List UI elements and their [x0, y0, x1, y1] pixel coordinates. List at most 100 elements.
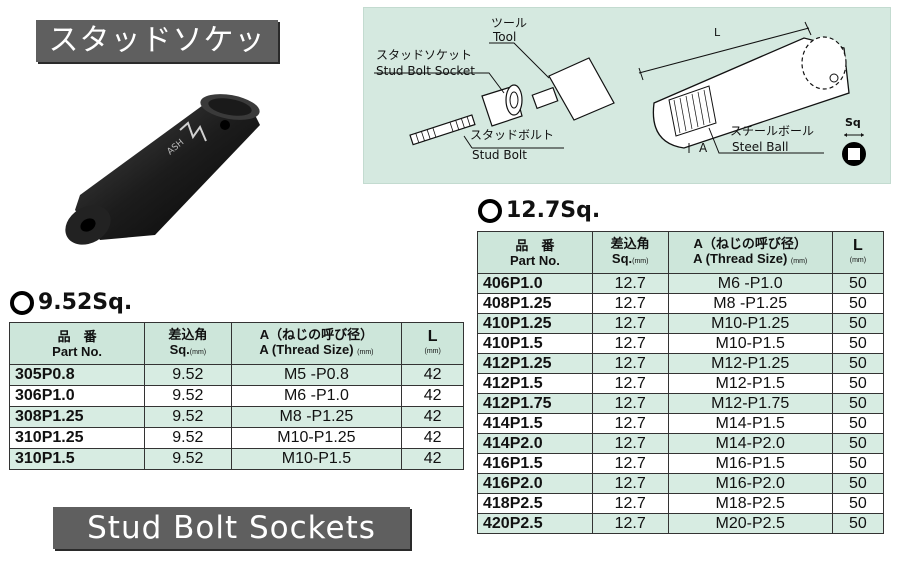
length-cell: 50 [831, 433, 885, 454]
length-cell: 50 [831, 413, 885, 434]
label-sq: Sq [845, 116, 861, 129]
part-no-cell: 410P1.25 [477, 313, 593, 334]
col-length: L (mm) [831, 231, 885, 274]
label-thread-a: A [699, 141, 708, 155]
thread-size-cell: M10-P1.25 [230, 427, 403, 449]
col-thread: A（ねじの呼び径） A (Thread Size) (mm) [667, 231, 833, 274]
thread-size-cell: M16-P2.0 [667, 473, 833, 494]
col-sq: 差込角 Sq.(mm) [144, 322, 232, 365]
length-cell: 50 [831, 493, 885, 514]
thread-size-cell: M20-P2.5 [667, 513, 833, 534]
length-cell: 42 [401, 406, 464, 428]
title-japanese: スタッドソケット [36, 20, 278, 100]
circle-icon [478, 198, 502, 223]
length-cell: 50 [831, 353, 885, 374]
length-cell: 50 [831, 373, 885, 394]
label-ball-jp: スチールボール [730, 124, 815, 138]
part-no-cell: 306P1.0 [8, 385, 146, 407]
length-cell: 50 [831, 333, 885, 354]
label-bolt-en: Stud Bolt [472, 148, 527, 162]
col-sq: 差込角 Sq.(mm) [591, 231, 669, 274]
thread-size-cell: M12-P1.5 [667, 373, 833, 394]
part-no-cell: 418P2.5 [477, 493, 593, 514]
thread-size-cell: M18-P2.5 [667, 493, 833, 514]
usage-diagram: ツール Tool スタッドソケット Stud Bolt Socket スタッドボ… [363, 7, 891, 184]
length-cell: 50 [831, 473, 885, 494]
label-bolt-jp: スタッドボルト [470, 128, 555, 142]
sq-cell: 12.7 [591, 453, 669, 474]
sq-cell: 9.52 [144, 448, 232, 470]
thread-size-cell: M6 -P1.0 [667, 273, 833, 294]
col-length: L (mm) [401, 322, 464, 365]
part-no-cell: 408P1.25 [477, 293, 593, 314]
length-cell: 50 [831, 313, 885, 334]
size-heading-9-52: 9.52Sq. [10, 290, 132, 315]
col-thread: A（ねじの呼び径） A (Thread Size) (mm) [230, 322, 403, 365]
part-no-cell: 412P1.25 [477, 353, 593, 374]
spec-table-12-7: 品 番 Part No. 差込角 Sq.(mm) A（ねじの呼び径） A (Th… [477, 231, 885, 534]
part-no-cell: 310P1.5 [8, 448, 146, 470]
sq-cell: 12.7 [591, 353, 669, 374]
thread-size-cell: M10-P1.5 [667, 333, 833, 354]
small-socket-drawing [481, 84, 523, 127]
sq-cell: 9.52 [144, 427, 232, 449]
thread-size-cell: M5 -P0.8 [230, 364, 403, 386]
sq-cell: 12.7 [591, 293, 669, 314]
length-cell: 50 [831, 273, 885, 294]
part-no-cell: 412P1.5 [477, 373, 593, 394]
title-english: Stud Bolt Sockets [53, 507, 410, 549]
label-ball-en: Steel Ball [732, 140, 789, 154]
part-no-cell: 414P2.0 [477, 433, 593, 454]
stud-bolt-drawing [409, 114, 476, 146]
size-heading-text: 9.52Sq. [38, 290, 133, 315]
label-length: L [714, 26, 721, 39]
length-cell: 50 [831, 453, 885, 474]
length-cell: 42 [401, 448, 464, 470]
sq-cell: 9.52 [144, 364, 232, 386]
thread-size-cell: M16-P1.5 [667, 453, 833, 474]
thread-size-cell: M8 -P1.25 [667, 293, 833, 314]
socket-cutaway-drawing [652, 36, 850, 149]
sq-cell: 12.7 [591, 333, 669, 354]
length-cell: 50 [831, 393, 885, 414]
length-cell: 42 [401, 364, 464, 386]
sq-cell: 12.7 [591, 473, 669, 494]
sq-cell: 9.52 [144, 406, 232, 428]
length-cell: 50 [831, 293, 885, 314]
part-no-cell: 420P2.5 [477, 513, 593, 534]
thread-size-cell: M14-P2.0 [667, 433, 833, 454]
part-no-cell: 406P1.0 [477, 273, 593, 294]
length-dimension [638, 21, 812, 81]
part-no-cell: 412P1.75 [477, 393, 593, 414]
thread-size-cell: M14-P1.5 [667, 413, 833, 434]
sq-cell: 12.7 [591, 373, 669, 394]
part-no-cell: 308P1.25 [8, 406, 146, 428]
tool-drawing [531, 57, 615, 121]
sq-cell: 12.7 [591, 393, 669, 414]
label-socket-en: Stud Bolt Socket [376, 64, 475, 78]
part-no-cell: 416P2.0 [477, 473, 593, 494]
square-drive-icon [842, 133, 866, 166]
sq-cell: 12.7 [591, 433, 669, 454]
spec-table-9-52: 品 番 Part No. 差込角 Sq.(mm) A（ねじの呼び径） A (Th… [8, 322, 464, 470]
sq-cell: 12.7 [591, 413, 669, 434]
thread-size-cell: M8 -P1.25 [230, 406, 403, 428]
length-cell: 42 [401, 385, 464, 407]
size-heading-12-7: 12.7Sq. [478, 198, 600, 223]
size-heading-text: 12.7Sq. [506, 198, 601, 223]
sq-cell: 12.7 [591, 313, 669, 334]
length-cell: 50 [831, 513, 885, 534]
part-no-cell: 416P1.5 [477, 453, 593, 474]
col-part-no: 品 番 Part No. [8, 322, 146, 365]
